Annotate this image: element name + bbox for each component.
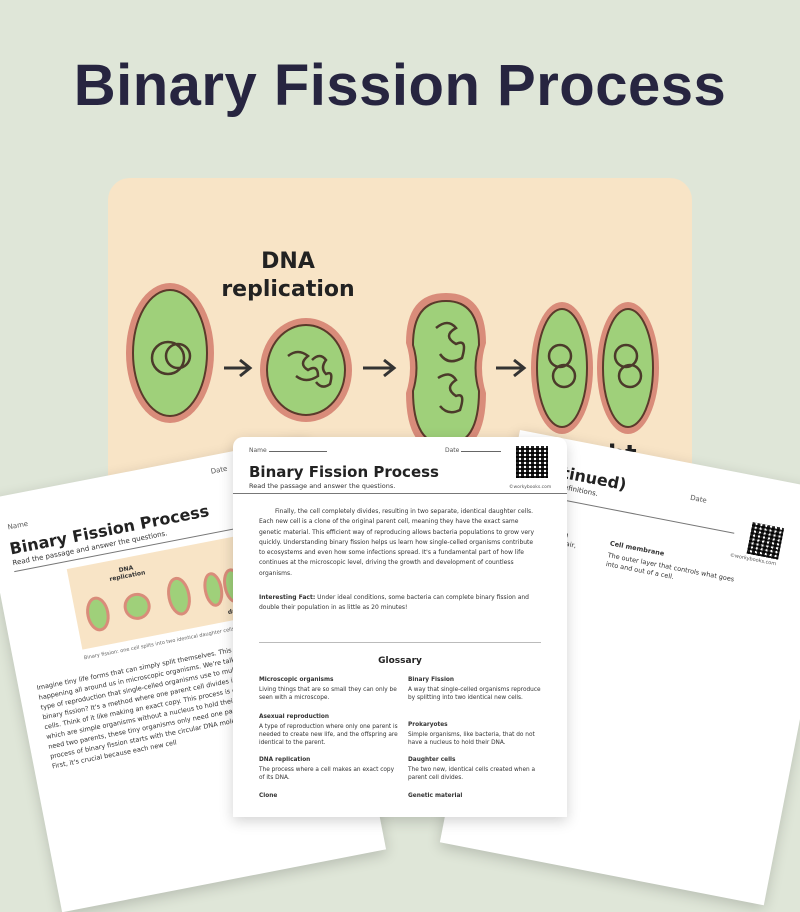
glossary-entry: Clone	[259, 793, 278, 799]
replicating-cell	[260, 318, 352, 422]
brand-text: ©workybooks.com	[509, 485, 552, 490]
daughter-cell	[597, 302, 659, 434]
arrow-icon	[224, 358, 253, 378]
glossary-entry: Asexual reproduction A type of reproduct…	[259, 714, 398, 746]
worksheet-main: Name Date ©workybooks.com Binary Fission…	[233, 437, 567, 817]
dna-replication-label: DNA replication	[221, 249, 355, 302]
glossary-entry: Microscopic organisms Living things that…	[259, 677, 397, 701]
mini-diagram	[86, 568, 243, 632]
glossary-entry: Prokaryotes Simple organisms, like bacte…	[408, 722, 535, 746]
arrow-icon	[363, 358, 397, 378]
date-field: Date	[445, 447, 502, 454]
glossary-entry: Daughter cells The two new, identical ce…	[408, 757, 536, 781]
date-label: Date	[689, 493, 708, 505]
name-field: Name	[249, 447, 327, 454]
date-label: Date	[210, 464, 229, 476]
divider	[259, 642, 541, 643]
worksheet-title: Binary Fission Process	[249, 463, 439, 481]
glossary-title: Glossary	[378, 656, 422, 666]
glossary-entry: Binary Fission A way that single-celled …	[408, 677, 541, 701]
parent-cell	[126, 283, 214, 423]
glossary-entry: Genetic material	[408, 793, 463, 799]
name-label: Name	[6, 519, 29, 532]
binary-fission-diagram	[126, 283, 659, 453]
passage-paragraph: Finally, the cell completely divides, re…	[259, 508, 535, 577]
interesting-fact: Interesting Fact: Under ideal conditions…	[259, 594, 529, 612]
qr-code	[746, 522, 785, 560]
dividing-cell	[406, 293, 486, 453]
worksheet-subtitle: Read the passage and answer the question…	[249, 482, 396, 490]
hero-illustration: DNA replication ht	[108, 178, 692, 598]
arrow-icon	[496, 358, 527, 378]
glossary-entry: DNA replication The process where a cell…	[259, 757, 395, 781]
daughter-cell	[531, 302, 593, 434]
glossary-definition: The outer layer that controls what goes …	[605, 551, 735, 584]
worksheet-left: Name Date Binary Fission Process Read th…	[0, 437, 387, 912]
divider	[233, 493, 567, 494]
qr-code	[516, 446, 548, 478]
page-title: Binary Fission Process	[73, 53, 727, 118]
